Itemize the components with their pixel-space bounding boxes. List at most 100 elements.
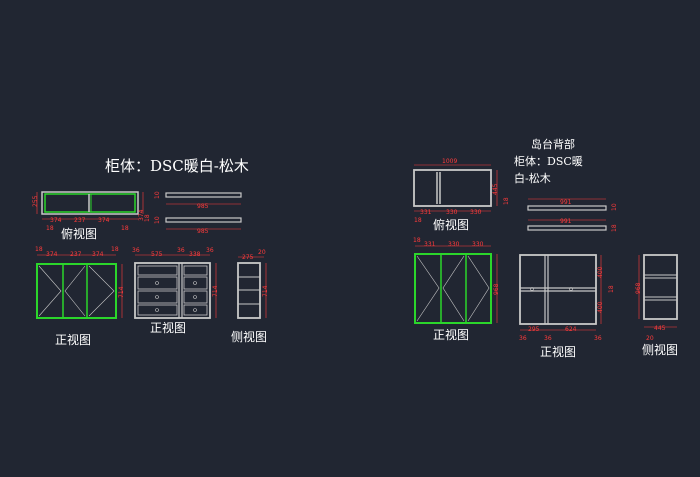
right-plan-label: 俯视图 — [433, 217, 469, 232]
right-plan-dim-bottom-1: 331 — [420, 209, 432, 216]
left-front-view-2: 36 575 36 338 36 — [132, 247, 219, 335]
left-drawer-knob-1 — [155, 281, 159, 285]
left-plan-dim-2: 237 — [74, 217, 86, 224]
left-drawer-5 — [183, 265, 208, 276]
right-front2-knob-2 — [569, 287, 573, 291]
right-plan-view: 1009 445 18 331 330 330 18 俯视图 — [413, 158, 510, 232]
right-title-line3: 白-松木 — [514, 171, 551, 185]
left-front2-frame — [134, 262, 211, 319]
left-side-dim-2: 20 — [258, 249, 266, 256]
right-front1-label: 正视图 — [433, 327, 469, 342]
left-front-view-1: 18 374 237 374 18 714 正视图 — [35, 246, 125, 347]
left-front2-label: 正视图 — [150, 320, 186, 335]
right-front2-dim-right-2: 18 — [608, 285, 615, 293]
left-side-label: 侧视图 — [231, 329, 267, 344]
right-front2-frame — [519, 254, 597, 325]
left-front1-door-1-swing — [38, 265, 62, 317]
right-plan-dim-right-b: 18 — [503, 197, 510, 205]
left-drawer-4 — [137, 304, 178, 316]
right-plan-dim-right: 445 — [492, 183, 499, 195]
right-plan-dim-bottom-side: 18 — [414, 217, 422, 224]
left-plan-dim-bottom-b: 18 — [121, 225, 129, 232]
left-drawer-knob-2 — [155, 295, 159, 299]
left-front2-drawers — [137, 265, 208, 316]
left-drawer-knob-5 — [193, 295, 197, 299]
right-front1-frame — [414, 253, 492, 324]
left-front1-door-2-swing — [64, 265, 86, 317]
left-plan-dim-right-b: 18 — [144, 214, 151, 222]
right-side-view: 968 445 20 侧视图 — [635, 254, 678, 357]
right-front2-label: 正视图 — [540, 344, 576, 359]
left-plan-inner — [44, 193, 136, 213]
right-cabinet-group: 岛台背部 柜体：DSC暖 白-松木 1009 445 18 331 330 33… — [413, 137, 678, 359]
left-drawer-8 — [183, 304, 208, 316]
right-plan-dim-top: 1009 — [442, 158, 457, 165]
right-plan-dim-bottom-2: 330 — [446, 209, 458, 216]
right-front2-dim-bottom-5: 36 — [594, 335, 602, 342]
right-shelf-1-dim: 991 — [560, 199, 572, 206]
left-drawer-6 — [183, 276, 208, 290]
right-front-view-1: 18 331 330 330 968 正视图 — [413, 237, 500, 342]
right-shelf-1 — [527, 205, 607, 211]
left-cabinet-group: 柜体：DSC暖白-松木 374 237 374 255 374 18 18 18… — [32, 157, 269, 347]
left-front2-dim-right: 714 — [212, 285, 219, 297]
right-front2-dim-bottom-4: 624 — [565, 326, 577, 333]
right-shelf-2-side: 18 — [611, 224, 618, 232]
left-shelf-2 — [165, 217, 242, 223]
right-front-view-2: 400 18 400 36 295 36 624 36 正视图 — [519, 254, 615, 359]
left-plan-dim-3: 374 — [98, 217, 110, 224]
right-front1-dim-3: 330 — [448, 241, 460, 248]
left-front1-door-3-swing — [88, 265, 115, 317]
left-front1-dim-4: 374 — [92, 251, 104, 258]
left-plan-dim-1: 374 — [50, 217, 62, 224]
left-shelf-1 — [165, 192, 242, 198]
left-front1-frame — [36, 263, 117, 319]
left-front1-label: 正视图 — [55, 332, 91, 347]
left-shelf-2-side: 10 — [154, 216, 161, 224]
left-plan-view: 374 237 374 255 374 18 18 18 俯视图 — [32, 191, 151, 241]
right-front1-door-2-swing — [442, 255, 465, 322]
right-front1-door-3-swing — [467, 255, 490, 322]
right-front2-dim-right-1: 400 — [597, 266, 604, 278]
left-front1-dim-right: 714 — [118, 286, 125, 298]
right-shelf-1-side: 10 — [611, 203, 618, 211]
left-front1-dim-1: 18 — [35, 246, 43, 253]
right-side-label: 侧视图 — [642, 342, 678, 357]
left-shelves: 985 10 985 10 — [154, 191, 242, 235]
left-title: 柜体：DSC暖白-松木 — [105, 157, 249, 175]
left-side-dim-right: 714 — [262, 285, 269, 297]
right-side-frame — [643, 254, 678, 320]
left-front2-dim-2: 575 — [151, 251, 163, 258]
right-side-dim-right: 968 — [635, 282, 642, 294]
right-front2-dim-bottom-3: 36 — [544, 335, 552, 342]
right-front2-dim-right-3: 400 — [597, 301, 604, 313]
right-shelves: 991 10 991 18 — [527, 198, 618, 232]
left-drawer-knob-6 — [193, 308, 197, 312]
right-title-line1: 岛台背部 — [531, 137, 575, 151]
left-plan-dim-left: 255 — [32, 195, 39, 207]
right-front2-knob-1 — [530, 287, 534, 291]
left-shelf-2-dim: 985 — [197, 228, 209, 235]
right-front2-dim-bottom-1: 36 — [519, 335, 527, 342]
left-front2-dim-5: 36 — [206, 247, 214, 254]
left-front2-dim-4: 338 — [189, 251, 201, 258]
right-shelf-2 — [527, 225, 607, 231]
left-side-view: 275 20 714 侧视图 — [231, 249, 269, 344]
left-front2-dim-3: 36 — [177, 247, 185, 254]
left-side-dim-1: 275 — [242, 254, 254, 261]
right-front1-dim-4: 330 — [472, 241, 484, 248]
left-front1-dim-2: 374 — [46, 251, 58, 258]
right-front1-dim-right: 968 — [493, 283, 500, 295]
left-shelf-1-side: 10 — [154, 191, 161, 199]
left-shelf-1-dim: 985 — [197, 203, 209, 210]
right-front2-dim-bottom-2: 295 — [528, 326, 540, 333]
left-drawer-7 — [183, 290, 208, 304]
right-side-dim-bottom-1: 445 — [654, 325, 666, 332]
left-drawer-2 — [137, 276, 178, 290]
right-front1-dim-2: 331 — [424, 241, 436, 248]
right-shelf-2-dim: 991 — [560, 218, 572, 225]
left-plan-dim-right-a: 374 — [138, 209, 145, 221]
right-front1-dim-1: 18 — [413, 237, 421, 244]
